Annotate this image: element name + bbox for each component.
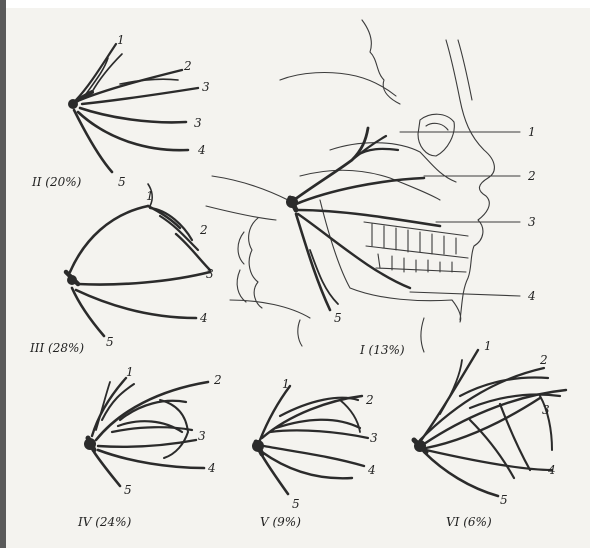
variant-v-label-5: 5 [292, 497, 300, 511]
variant-v-label-3: 3 [370, 431, 378, 445]
variant-vi-label-1: 1 [484, 339, 492, 353]
variant-i-label-2: 2 [527, 169, 536, 183]
variant-v-label-2: 2 [365, 393, 374, 407]
variant-iv-label-2: 2 [213, 373, 222, 387]
variant-i-label-3: 3 [528, 215, 536, 229]
variant-vi-label-5: 5 [500, 493, 508, 507]
variant-vi-label-2: 2 [539, 353, 548, 367]
variant-iii-label-3: 3 [206, 267, 214, 281]
variant-ii-label-5: 5 [118, 175, 126, 189]
variant-iii-label-4: 4 [199, 311, 208, 325]
variant-iv-label-1: 1 [126, 365, 134, 379]
variant-iii-label-2: 2 [199, 223, 208, 237]
variant-ii-label-3b: 3 [194, 116, 202, 130]
variant-iv-drawing [84, 378, 208, 486]
variant-ii-caption: II (20%) [31, 175, 82, 189]
variant-iii-caption: III (28%) [29, 341, 84, 355]
variant-v-caption: V (9%) [260, 515, 301, 529]
head-outline [206, 20, 494, 352]
variant-iv-caption: IV (24%) [77, 515, 132, 529]
variant-iii-label-5: 5 [106, 335, 114, 349]
variant-iv-label-3: 3 [198, 429, 206, 443]
variant-i-drawing [286, 128, 520, 310]
variant-vi-label-4: 4 [547, 463, 556, 477]
variant-vi-caption: VI (6%) [446, 515, 492, 529]
variant-ii-label-3a: 3 [202, 80, 210, 94]
variant-i-label-4: 4 [527, 289, 536, 303]
variant-v-drawing [252, 386, 368, 494]
variant-ii-drawing [68, 44, 198, 172]
variant-v-label-1: 1 [282, 377, 290, 391]
variant-vi-drawing [414, 350, 566, 496]
variant-iii-drawing [66, 184, 210, 336]
variant-i-label-5: 5 [334, 311, 342, 325]
variant-iv-label-4: 4 [207, 461, 216, 475]
variant-iv-label-5: 5 [124, 483, 132, 497]
variant-iii-label-1: 1 [146, 189, 154, 203]
variant-i-label-1: 1 [528, 125, 536, 139]
variant-ii-label-4: 4 [197, 143, 206, 157]
variant-ii-label-1: 1 [117, 33, 125, 47]
variant-v-label-4: 4 [367, 463, 376, 477]
variant-vi-label-3: 3 [542, 403, 550, 417]
variant-i-caption: I (13%) [359, 343, 405, 357]
variant-ii-label-2: 2 [183, 59, 192, 73]
